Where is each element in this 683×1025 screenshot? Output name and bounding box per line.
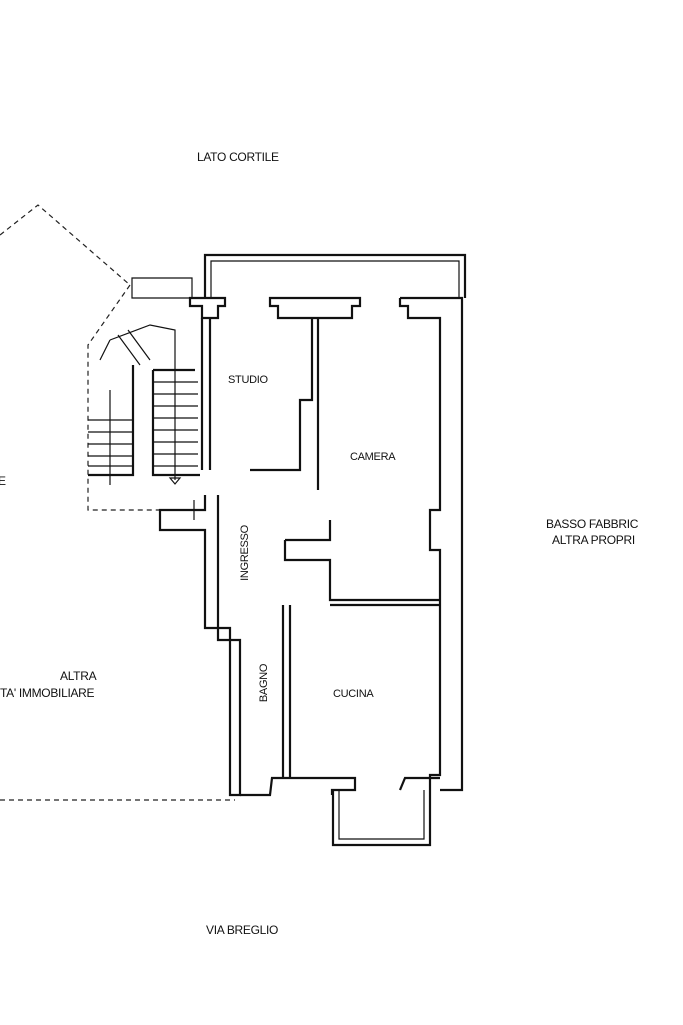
- bottom-label: VIA BREGLIO: [206, 923, 279, 937]
- room-label-bagno: BAGNO: [258, 663, 271, 703]
- left-label-line2: TA' IMMOBILIARE: [0, 686, 95, 700]
- right-label-line2: ALTRA PROPRI: [552, 533, 635, 547]
- left-label-line1: ALTRA: [60, 669, 97, 683]
- left-edge-fragment: E: [0, 474, 6, 488]
- staircase: [88, 277, 200, 485]
- bottom-balcony: [331, 790, 432, 847]
- room-label-cucina: CUCINA: [333, 688, 374, 700]
- room-label-ingresso: INGRESSO: [238, 525, 251, 581]
- top-label: LATO CORTILE: [197, 150, 279, 164]
- room-label-camera: CAMERA: [350, 451, 396, 463]
- room-label-studio: STUDIO: [228, 374, 268, 386]
- outer-boundary-dashed: [0, 204, 235, 801]
- top-balcony: [203, 253, 467, 298]
- walls: [158, 296, 464, 797]
- right-label-line1: BASSO FABBRIC: [546, 517, 639, 531]
